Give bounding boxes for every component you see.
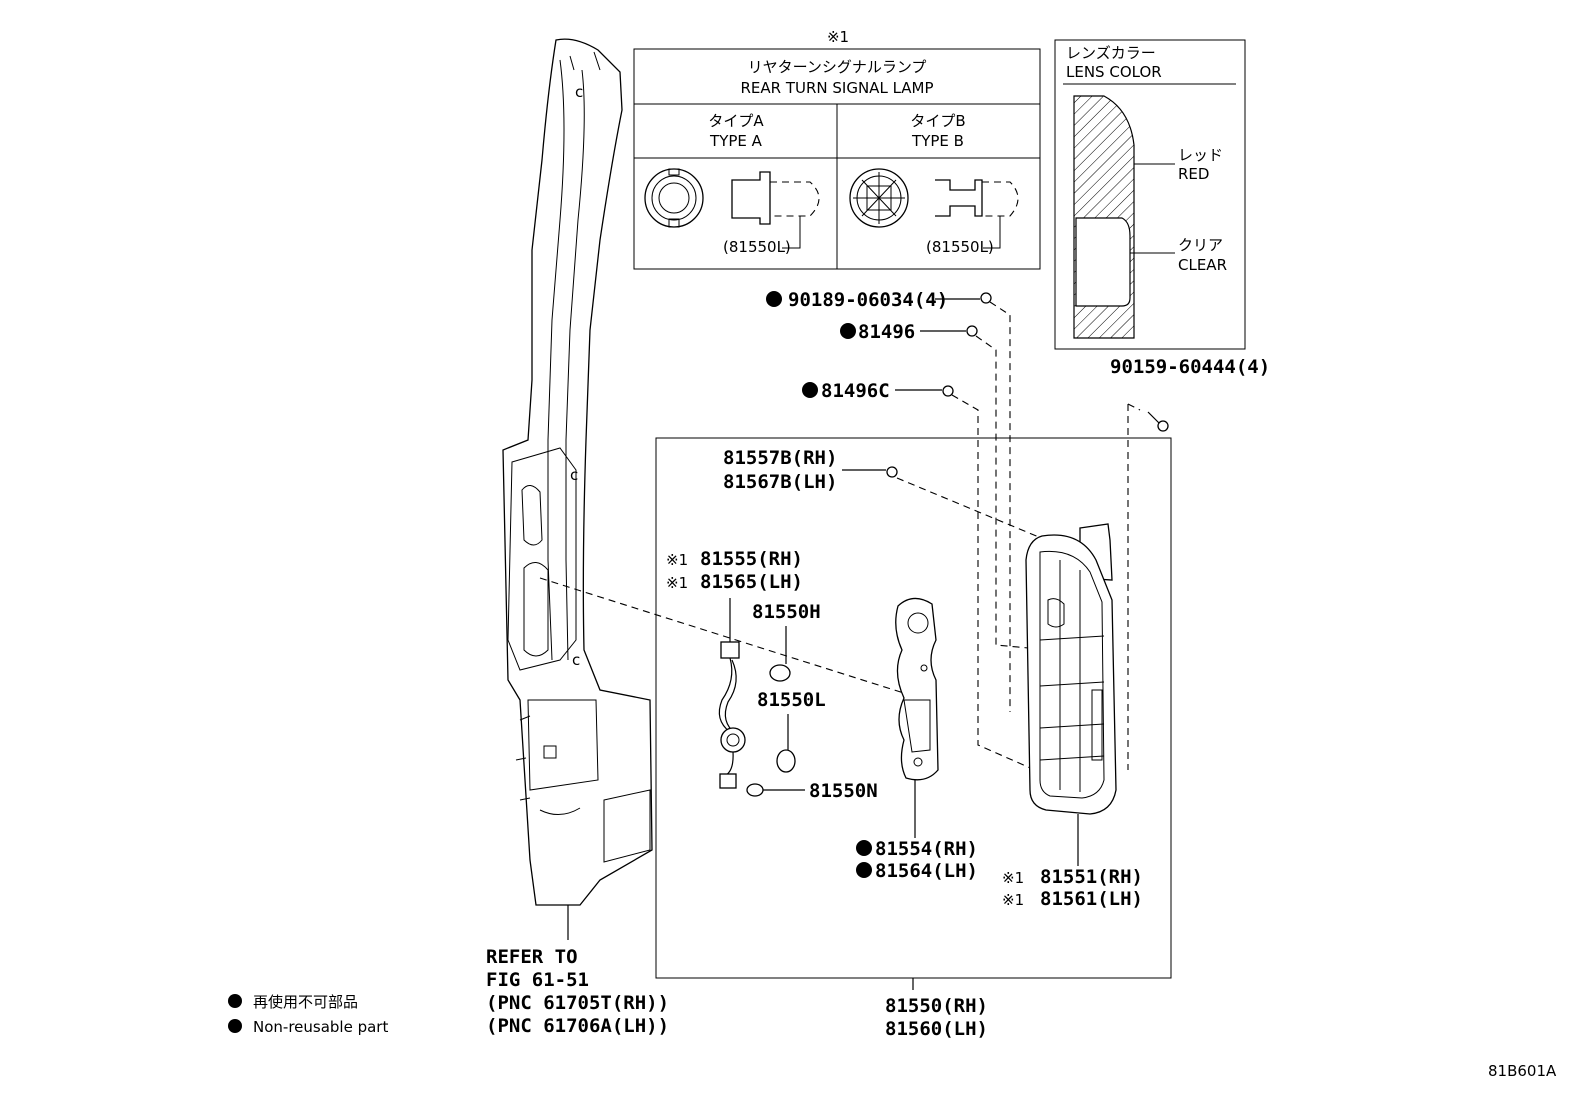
callout-90189: 90189-06034(4) (788, 289, 948, 311)
refer-line-1: REFER TO (486, 946, 578, 968)
legend: 再使用不可部品 Non-reusable part (228, 993, 388, 1036)
lens-title-jp: レンズカラー (1066, 44, 1156, 62)
refer-line-3: (PNC 61705T(RH)) (486, 992, 669, 1014)
callout-81551: 81551(RH) (1040, 866, 1143, 888)
callout-81554: 81554(RH) (875, 838, 978, 860)
legend-jp: 再使用不可部品 (253, 993, 358, 1011)
mark-81565: ※1 (666, 574, 688, 592)
lens-title-en: LENS COLOR (1066, 63, 1162, 81)
lens-clear-area (1075, 217, 1131, 307)
legend-en: Non-reusable part (253, 1018, 388, 1036)
legend-dot-en (228, 1019, 242, 1033)
callout-81560: 81560(LH) (885, 1018, 988, 1040)
callout-90159: 90159-60444(4) (1110, 356, 1270, 378)
clip-81557b (886, 466, 898, 478)
non-reusable-dot (856, 840, 872, 856)
callout-81561: 81561(LH) (1040, 888, 1143, 910)
callout-81550n: 81550N (809, 780, 878, 802)
mark-81555: ※1 (666, 551, 688, 569)
non-reusable-dot (840, 323, 856, 339)
bulb-81550n (746, 783, 764, 797)
callout-81496: 81496 (858, 321, 915, 343)
lamp-title-jp: リヤターンシグナルランプ (748, 58, 927, 76)
screw-90159 (1157, 420, 1169, 432)
lens-clear-en: CLEAR (1178, 256, 1227, 274)
callout-81496c: 81496C (821, 380, 890, 402)
inset-rear-turn-signal-lamp: ※1 リヤターンシグナルランプ REAR TURN SIGNAL LAMP タイ… (633, 28, 1041, 270)
type-b-en: TYPE B (911, 132, 964, 150)
callout-81550l: 81550L (757, 689, 826, 711)
mark-81561: ※1 (1002, 891, 1024, 909)
type-b-jp: タイプB (910, 112, 965, 130)
non-reusable-dot (856, 862, 872, 878)
type-b-bulb (935, 179, 1019, 249)
lens-red-en: RED (1178, 165, 1209, 183)
bulb-81550h (769, 664, 791, 682)
refer-line-4: (PNC 61706A(LH)) (486, 1015, 669, 1037)
clip-81496 (966, 325, 978, 337)
clip-81496c (942, 385, 954, 397)
non-reusable-dot (802, 382, 818, 398)
lamp-lens-81551 (1025, 523, 1117, 815)
callout-81557b: 81557B(RH) (723, 447, 837, 469)
callout-81567b: 81567B(LH) (723, 471, 837, 493)
inset-lens-color: レンズカラー LENS COLOR レッド RED クリア CLEAR (1054, 39, 1246, 350)
callout-81564: 81564(LH) (875, 860, 978, 882)
bulb-81550l (776, 749, 796, 773)
lens-inset-frame (1054, 39, 1246, 350)
socket-wire-81555 (718, 598, 746, 789)
callout-81565: 81565(LH) (700, 571, 803, 593)
type-a-jp: タイプA (708, 112, 764, 130)
lens-clear-jp: クリア (1178, 236, 1223, 254)
bulb-b-label: (81550L) (926, 238, 994, 256)
lamp-title-en: REAR TURN SIGNAL LAMP (740, 79, 933, 97)
bulb-a-label: (81550L) (723, 238, 791, 256)
legend-dot-jp (228, 994, 242, 1008)
type-b-socket (849, 168, 909, 228)
callout-81550h: 81550H (752, 601, 821, 623)
lens-red-jp: レッド (1178, 146, 1223, 164)
refer-note: REFER TO FIG 61-51 (PNC 61705T(RH)) (PNC… (486, 946, 669, 1037)
type-a-socket (644, 168, 704, 228)
refer-line-2: FIG 61-51 (486, 969, 589, 991)
pillar-c-mark-1: c (575, 83, 583, 101)
type-a-bulb (731, 171, 820, 249)
assembly-dashes (539, 301, 1129, 771)
fasteners: 90189-06034(4) 81496 81496C 90159-60444(… (766, 289, 1270, 432)
callout-81555: 81555(RH) (700, 548, 803, 570)
inset-ref-mark: ※1 (827, 28, 849, 46)
diagram-id: 81B601A (1488, 1062, 1557, 1080)
type-a-en: TYPE A (709, 132, 763, 150)
mark-81551: ※1 (1002, 869, 1024, 887)
pillar-c-mark-3: c (572, 651, 580, 669)
pillar-c-mark-2: c (570, 466, 578, 484)
callout-81550: 81550(RH) (885, 995, 988, 1017)
non-reusable-dot (766, 291, 782, 307)
clip-90189 (980, 292, 992, 304)
rear-pillar-panel: c c c (502, 38, 653, 940)
gasket-81554 (895, 597, 939, 781)
